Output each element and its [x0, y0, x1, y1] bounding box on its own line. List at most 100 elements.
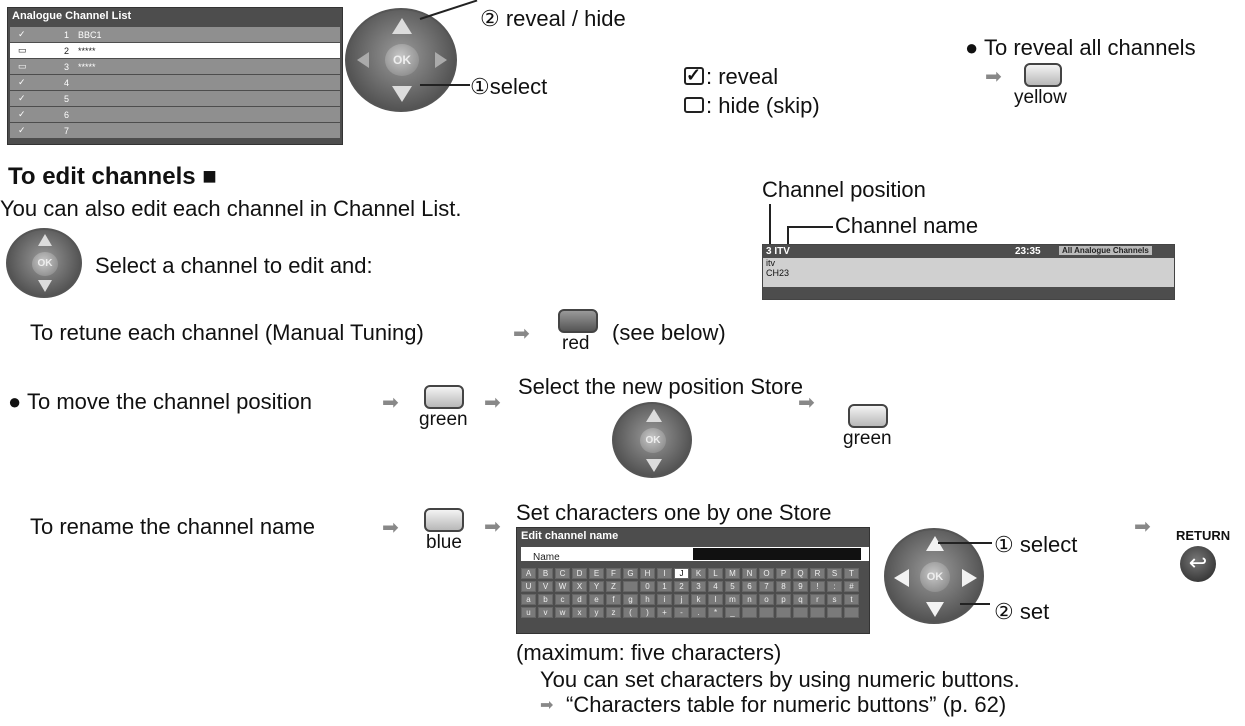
channel-list-row[interactable]: ✓7	[10, 123, 340, 138]
down-arrow-icon[interactable]	[38, 280, 52, 292]
keyboard-key[interactable]	[759, 607, 774, 618]
empty-box-icon[interactable]: ▭	[18, 45, 27, 55]
keyboard-key[interactable]: :	[827, 581, 842, 592]
keyboard-key[interactable]: H	[640, 568, 655, 579]
keyboard-key[interactable]: i	[657, 594, 672, 605]
keyboard-key[interactable]: !	[810, 581, 825, 592]
ok-button[interactable]: OK	[920, 562, 950, 592]
keyboard-key[interactable]	[810, 607, 825, 618]
keyboard-key[interactable]: -	[674, 607, 689, 618]
keyboard-key[interactable]: q	[793, 594, 808, 605]
keyboard-key[interactable]: B	[538, 568, 553, 579]
keyboard-key[interactable]: .	[691, 607, 706, 618]
keyboard-key[interactable]: #	[844, 581, 859, 592]
keyboard-key[interactable]: 4	[708, 581, 723, 592]
keyboard-key[interactable]: A	[521, 568, 536, 579]
keyboard-key[interactable]: P	[776, 568, 791, 579]
keyboard-key[interactable]	[742, 607, 757, 618]
keyboard-key[interactable]: r	[810, 594, 825, 605]
ok-button[interactable]: OK	[32, 252, 58, 276]
keyboard-key[interactable]: T	[844, 568, 859, 579]
keyboard-key[interactable]: V	[538, 581, 553, 592]
down-arrow-icon[interactable]	[392, 86, 412, 102]
keyboard-key[interactable]: I	[657, 568, 672, 579]
keyboard-key[interactable]: w	[555, 607, 570, 618]
keyboard-key[interactable]: 9	[793, 581, 808, 592]
keyboard-key[interactable]: C	[555, 568, 570, 579]
down-arrow-icon[interactable]	[926, 602, 944, 617]
yellow-button[interactable]	[1024, 63, 1062, 87]
keyboard-key[interactable]: z	[606, 607, 621, 618]
keyboard-key[interactable]: 7	[759, 581, 774, 592]
keyboard-key[interactable]: X	[572, 581, 587, 592]
keyboard-key[interactable]: s	[827, 594, 842, 605]
keyboard-key[interactable]: 3	[691, 581, 706, 592]
empty-box-icon[interactable]: ▭	[18, 61, 27, 71]
keyboard-key[interactable]: m	[725, 594, 740, 605]
down-arrow-icon[interactable]	[646, 459, 662, 472]
check-icon[interactable]: ✓	[18, 109, 26, 119]
keyboard-key[interactable]: 5	[725, 581, 740, 592]
keyboard-key[interactable]: c	[555, 594, 570, 605]
channel-list-row[interactable]: ✓4	[10, 75, 340, 90]
ok-button[interactable]: OK	[640, 428, 666, 453]
keyboard-key[interactable]: Y	[589, 581, 604, 592]
keyboard-key[interactable]: O	[759, 568, 774, 579]
green-button[interactable]	[424, 385, 464, 409]
keyboard-key[interactable]: *	[708, 607, 723, 618]
channel-list-row[interactable]: ▭3*****	[10, 59, 340, 74]
keyboard-key[interactable]: a	[521, 594, 536, 605]
keyboard-key[interactable]: n	[742, 594, 757, 605]
keyboard-key[interactable]: Z	[606, 581, 621, 592]
keyboard-key[interactable]: (	[623, 607, 638, 618]
keyboard-key[interactable]: K	[691, 568, 706, 579]
keyboard-key[interactable]: F	[606, 568, 621, 579]
blue-button[interactable]	[424, 508, 464, 532]
keyboard-key[interactable]	[793, 607, 808, 618]
keyboard-key[interactable]: Q	[793, 568, 808, 579]
keyboard-key[interactable]: N	[742, 568, 757, 579]
keyboard-key[interactable]: g	[623, 594, 638, 605]
left-arrow-icon[interactable]	[894, 569, 909, 587]
keyboard-key[interactable]: 8	[776, 581, 791, 592]
keyboard-key[interactable]: _	[725, 607, 740, 618]
channel-list-row[interactable]: ▭2*****	[10, 43, 340, 58]
keyboard-key[interactable]: t	[844, 594, 859, 605]
channel-list-row[interactable]: ✓5	[10, 91, 340, 106]
keyboard-key[interactable]: 2	[674, 581, 689, 592]
dpad-move[interactable]: OK	[612, 402, 692, 478]
check-icon[interactable]: ✓	[18, 93, 26, 103]
return-icon[interactable]: ↩	[1180, 546, 1216, 582]
keyboard-key[interactable]: j	[674, 594, 689, 605]
keyboard-key[interactable]: o	[759, 594, 774, 605]
up-arrow-icon[interactable]	[926, 536, 944, 551]
check-icon[interactable]: ✓	[18, 125, 26, 135]
keyboard-key[interactable]: f	[606, 594, 621, 605]
keyboard-key[interactable]: M	[725, 568, 740, 579]
keyboard-key[interactable]	[844, 607, 859, 618]
keyboard-key[interactable]: v	[538, 607, 553, 618]
keyboard-key[interactable]: D	[572, 568, 587, 579]
keyboard-key[interactable]: k	[691, 594, 706, 605]
keyboard-key[interactable]: S	[827, 568, 842, 579]
name-field[interactable]: Name	[521, 547, 869, 563]
dpad-top[interactable]: OK	[345, 8, 457, 112]
keyboard-key[interactable]: h	[640, 594, 655, 605]
keyboard-key[interactable]	[827, 607, 842, 618]
keyboard-key[interactable]: 6	[742, 581, 757, 592]
keyboard-key[interactable]: l	[708, 594, 723, 605]
up-arrow-icon[interactable]	[38, 234, 52, 246]
keyboard-key[interactable]: x	[572, 607, 587, 618]
red-button[interactable]	[558, 309, 598, 333]
keyboard-key[interactable]	[623, 581, 638, 592]
keyboard-key[interactable]: u	[521, 607, 536, 618]
left-arrow-icon[interactable]	[357, 52, 369, 68]
keyboard-key[interactable]: W	[555, 581, 570, 592]
keyboard-key[interactable]: U	[521, 581, 536, 592]
keyboard-key[interactable]: )	[640, 607, 655, 618]
green-button[interactable]	[848, 404, 888, 428]
right-arrow-icon[interactable]	[435, 52, 447, 68]
keyboard-key[interactable]: b	[538, 594, 553, 605]
keyboard-key[interactable]: 0	[640, 581, 655, 592]
